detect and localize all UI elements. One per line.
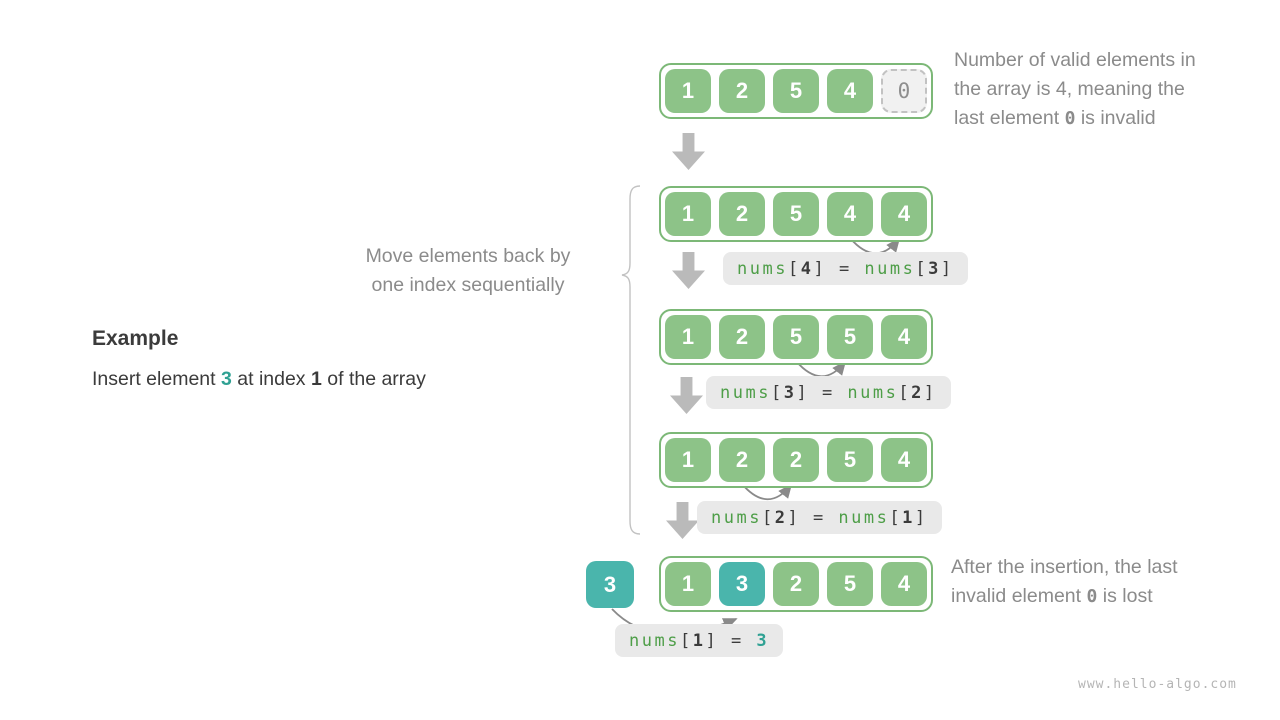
text-part: of the array — [321, 368, 426, 390]
text-part: ] — [914, 507, 928, 528]
text-part: nums — [847, 382, 899, 403]
text-part: nums — [720, 382, 771, 403]
array-cell: 2 — [719, 192, 765, 236]
example-description: Insert element 3 at index 1 of the array — [92, 368, 426, 391]
brace-icon — [621, 185, 641, 535]
inserted-value-box: 3 — [586, 561, 634, 608]
text-part: nums — [864, 258, 916, 279]
text-part: nums — [629, 630, 680, 651]
operation-label-1: nums[4] = nums[3] — [723, 252, 968, 285]
array-cell: 5 — [773, 69, 819, 113]
text-part: ] — [796, 382, 810, 403]
text-part: Insert element — [92, 368, 221, 390]
text-part: [ — [889, 507, 903, 528]
array-cell: 2 — [773, 438, 819, 482]
down-arrow-icon — [670, 377, 703, 414]
text-part: ] — [705, 630, 719, 651]
text-part: [ — [770, 382, 784, 403]
text-part: After the insertion, the last — [951, 556, 1178, 578]
move-note-line1: Move elements back by — [365, 245, 571, 267]
top-note: Number of valid elements in the array is … — [954, 46, 1264, 133]
move-note: Move elements back by one index sequenti… — [330, 242, 606, 300]
text-part: is lost — [1097, 585, 1153, 607]
text-part: 1 — [902, 507, 915, 528]
text-part: ] — [923, 382, 937, 403]
array-cell: 1 — [665, 562, 711, 606]
text-part: ] — [787, 507, 801, 528]
watermark: www.hello-algo.com — [1078, 677, 1237, 692]
array-cell: 1 — [665, 69, 711, 113]
text-part: = — [718, 630, 757, 651]
text-part: [ — [761, 507, 775, 528]
operation-label-4: nums[1] = 3 — [615, 624, 784, 657]
text-part: 0 — [1086, 586, 1098, 607]
array-cell: 5 — [773, 192, 819, 236]
text-part: 1 — [310, 368, 322, 390]
array-cell: 3 — [719, 562, 765, 606]
text-part: = — [809, 382, 848, 403]
text-part: = — [800, 507, 839, 528]
array-cell: 2 — [719, 315, 765, 359]
operation-label-3: nums[2] = nums[1] — [697, 501, 942, 534]
example-heading: Example — [92, 327, 179, 350]
text-part: 1 — [692, 630, 706, 651]
array-cell: 5 — [827, 315, 873, 359]
down-arrow-icon — [672, 133, 705, 170]
array-cell: 5 — [827, 438, 873, 482]
array-cell: 0 — [881, 69, 927, 113]
array-cell: 1 — [665, 438, 711, 482]
text-part: 3 — [756, 630, 770, 651]
array-cell: 2 — [719, 69, 765, 113]
text-part: 3 — [220, 368, 232, 390]
down-arrow-icon — [672, 252, 705, 289]
bottom-note: After the insertion, the last invalid ele… — [951, 553, 1261, 611]
array-cell: 2 — [773, 562, 819, 606]
text-part: 3 — [928, 258, 941, 279]
move-note-line2: one index sequentially — [371, 274, 565, 296]
array-cell: 2 — [719, 438, 765, 482]
text-part: last element — [954, 107, 1065, 129]
text-part: is invalid — [1075, 107, 1156, 129]
array-cell: 4 — [827, 192, 873, 236]
text-part: nums — [737, 258, 788, 279]
text-part: at index — [231, 368, 311, 390]
text-part: nums — [838, 507, 890, 528]
array-cell: 1 — [665, 192, 711, 236]
text-part: ] — [813, 258, 827, 279]
operation-label-2: nums[3] = nums[2] — [706, 376, 951, 409]
text-part: the array is 4, meaning the — [954, 78, 1185, 100]
text-part: invalid element — [951, 585, 1087, 607]
text-part: 0 — [1064, 108, 1076, 129]
text-part: [ — [679, 630, 693, 651]
text-part: [ — [787, 258, 801, 279]
down-arrow-icon — [666, 502, 699, 539]
array-cell: 4 — [827, 69, 873, 113]
text-part: = — [826, 258, 865, 279]
text-part: [ — [898, 382, 912, 403]
array-cell: 5 — [773, 315, 819, 359]
array-cell: 4 — [881, 315, 927, 359]
array-cell: 1 — [665, 315, 711, 359]
text-part: 2 — [911, 382, 924, 403]
text-part: 2 — [774, 507, 788, 528]
text-part: [ — [915, 258, 929, 279]
text-part: 3 — [783, 382, 797, 403]
text-part: 4 — [800, 258, 814, 279]
array-cell: 4 — [881, 562, 927, 606]
array-cell: 5 — [827, 562, 873, 606]
array-cell: 4 — [881, 192, 927, 236]
text-part: nums — [711, 507, 762, 528]
array-cell: 4 — [881, 438, 927, 482]
text-part: Number of valid elements in — [954, 49, 1196, 71]
text-part: ] — [940, 258, 954, 279]
